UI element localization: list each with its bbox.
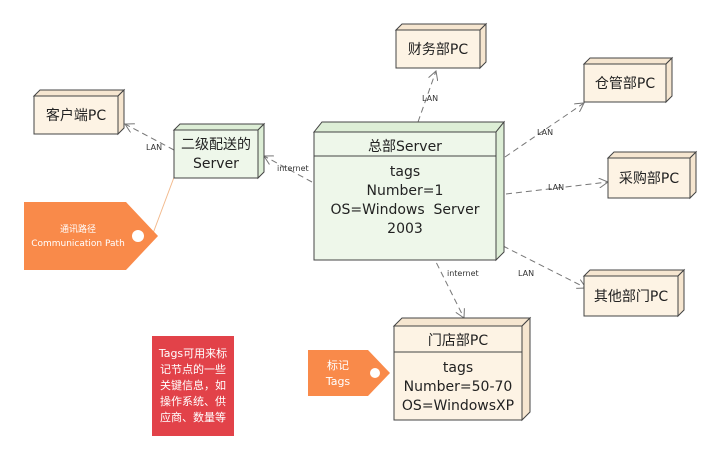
- node-warehouse-pc[interactable]: 仓管部PC: [582, 56, 674, 104]
- callout-tag-line-0: 标记: [327, 358, 349, 372]
- callout-tag: 标记 Tags: [308, 350, 390, 396]
- node-hq-line-1: Number=1: [367, 183, 444, 199]
- node-secondary-title-1: Server: [193, 156, 239, 172]
- node-store-line-0: tags: [443, 360, 473, 376]
- label-hq-secondary: internet: [277, 164, 309, 173]
- node-client-title: 客户端PC: [46, 107, 106, 124]
- node-store-title: 门店部PC: [428, 333, 488, 349]
- edge-hq-warehouse: [504, 103, 584, 158]
- connectors: [125, 71, 608, 318]
- node-purchase-pc[interactable]: 采购部PC: [606, 150, 698, 200]
- node-other-title: 其他部门PC: [594, 289, 668, 305]
- label-hq-store: internet: [447, 269, 479, 278]
- callout-tag-line-1: Tags: [325, 375, 351, 388]
- note-line-1: 记节点的一些: [160, 362, 226, 376]
- label-hq-purchase: LAN: [548, 183, 564, 192]
- node-warehouse-title: 仓管部PC: [595, 76, 655, 92]
- node-secondary-title-0: 二级配送的: [181, 137, 251, 153]
- note-line-4: 应商、数量等: [160, 410, 226, 424]
- node-other-pc[interactable]: 其他部门PC: [582, 268, 686, 318]
- node-finance-title: 财务部PC: [408, 42, 468, 58]
- node-hq-title: 总部Server: [368, 139, 442, 155]
- edge-hq-purchase: [505, 182, 608, 195]
- edge-hq-other: [502, 245, 586, 288]
- edge-hq-secondary: [264, 156, 313, 183]
- node-client-pc[interactable]: 客户端PC: [32, 88, 126, 136]
- note-line-2: 关键信息，如: [160, 378, 226, 392]
- label-hq-finance: LAN: [422, 94, 438, 103]
- node-hq-server[interactable]: 总部Server tags Number=1 OS=Windows Server…: [312, 120, 506, 262]
- node-store-line-2: OS=WindowsXP: [402, 398, 514, 414]
- node-store-line-1: Number=50-70: [404, 379, 513, 395]
- node-hq-line-2: OS=Windows Server: [331, 202, 480, 218]
- note-line-3: 操作系统、供: [160, 394, 226, 408]
- label-hq-other: LAN: [518, 269, 534, 278]
- node-purchase-title: 采购部PC: [619, 171, 679, 187]
- node-store-pc[interactable]: 门店部PC tags Number=50-70 OS=WindowsXP: [392, 316, 532, 422]
- node-hq-line-3: 2003: [387, 221, 423, 237]
- callout-communication-path-line-1: Communication Path: [31, 239, 125, 249]
- note-tags-explanation: Tags可用来标 记节点的一些 关键信息，如 操作系统、供 应商、数量等: [152, 336, 234, 436]
- label-secondary-client: LAN: [146, 143, 162, 152]
- callout-communication-path: 通讯路径 Communication Path: [24, 202, 158, 270]
- callout-connector: [151, 171, 177, 237]
- node-finance-pc[interactable]: 财务部PC: [394, 22, 488, 70]
- edge-hq-finance: [417, 71, 436, 123]
- edge-hq-store: [431, 253, 464, 318]
- node-hq-line-0: tags: [390, 164, 420, 180]
- note-line-0: Tags可用来标: [158, 346, 227, 360]
- label-hq-warehouse: LAN: [537, 128, 553, 137]
- node-secondary-server[interactable]: 二级配送的 Server: [172, 122, 266, 180]
- callout-communication-path-line-0: 通讯路径: [60, 223, 96, 235]
